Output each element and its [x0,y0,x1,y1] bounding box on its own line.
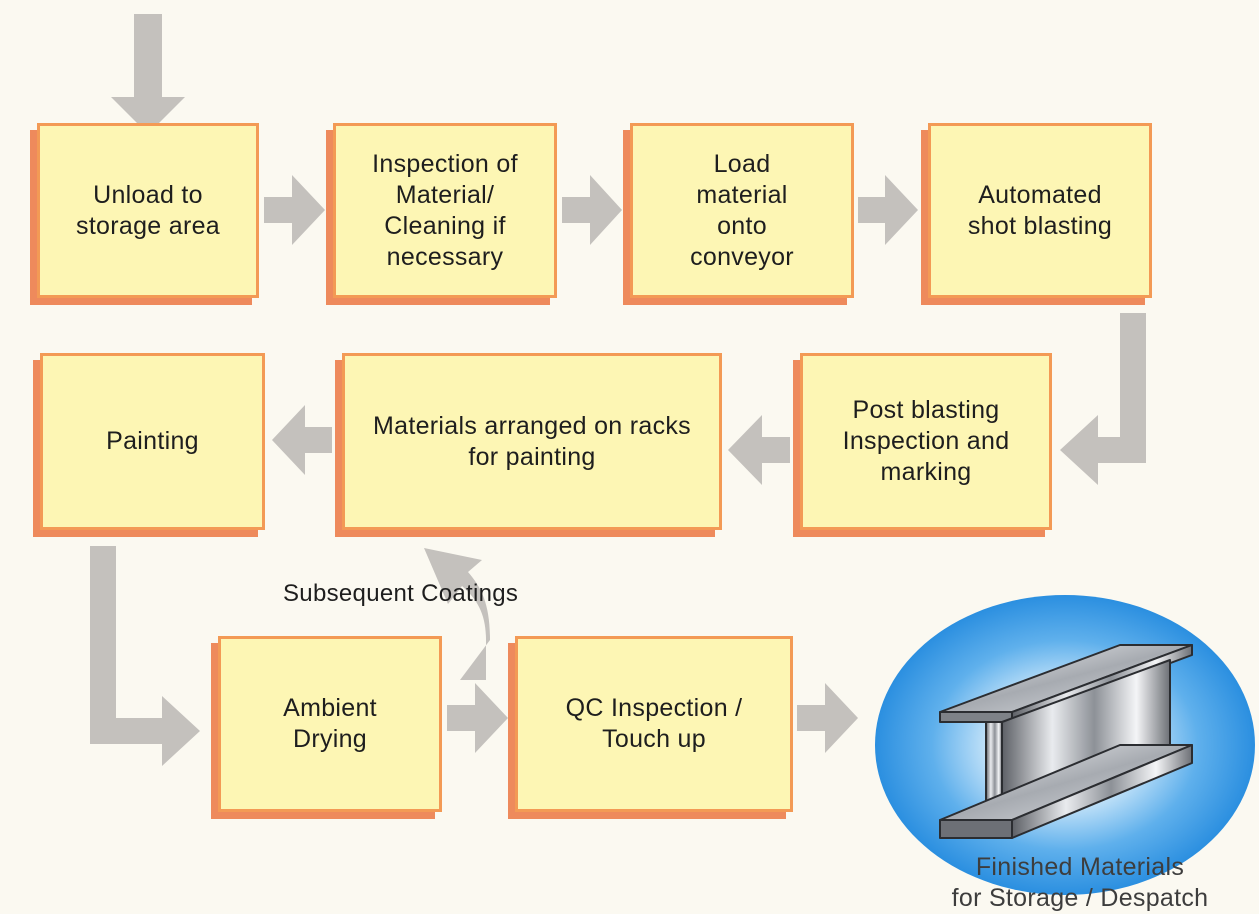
arrow-drying-to-qc [447,683,508,753]
step-shot-blasting-label: Automated shot blasting [967,180,1113,240]
arrow-painting-to-drying [90,546,200,766]
entry-arrow [111,14,185,134]
step-painting-label: Painting [106,427,199,455]
arrow-qc-to-finished [797,683,858,753]
subsequent-coatings-label: Subsequent Coatings [283,580,519,607]
arrow-load-to-blasting [858,175,918,245]
finished-label-line1: Finished Materials [975,853,1185,881]
step-inspection-cleaning: Inspection of Material/ Cleaning if nece… [333,123,557,298]
step-ambient-drying: Ambient Drying [218,636,442,812]
arrow-inspection-to-load [562,175,622,245]
step-racks: Materials arranged on racks for painting [342,353,722,530]
arrow-racks-to-painting [272,405,332,475]
step-unload: Unload to storage area [37,123,259,298]
steel-beam-image [939,644,1193,839]
arrow-blasting-to-post [1060,313,1146,485]
arrow-unload-to-inspection [264,175,325,245]
step-qc-inspection-label: QC Inspection / Touch up [565,694,743,753]
finished-materials-label: Finished Materials for Storage / Despatc… [905,852,1255,914]
step-inspection-cleaning-label: Inspection of Material/ Cleaning if nece… [372,149,518,271]
step-load-conveyor: Load material onto conveyor [630,123,854,298]
step-qc-inspection: QC Inspection / Touch up [515,636,793,812]
arrow-subsequent-coatings [424,548,490,680]
step-racks-label: Materials arranged on racks for painting [373,411,691,471]
step-unload-label: Unload to storage area [76,180,220,240]
step-load-conveyor-label: Load material onto conveyor [690,149,794,271]
step-post-blasting: Post blasting Inspection and marking [800,353,1052,530]
step-shot-blasting: Automated shot blasting [928,123,1152,298]
finished-label-line2: for Storage / Despatch [951,884,1209,912]
step-post-blasting-label: Post blasting Inspection and marking [842,396,1010,486]
arrow-post-to-racks [728,415,790,485]
step-ambient-drying-label: Ambient Drying [283,694,377,753]
step-painting: Painting [40,353,265,530]
